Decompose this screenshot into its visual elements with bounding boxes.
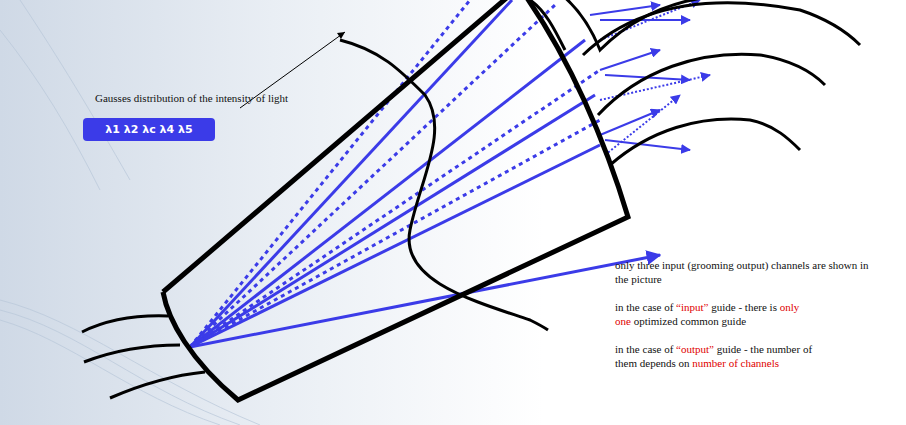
note-text: optimized common guide bbox=[634, 315, 746, 327]
note-paragraph: only three input (grooming output) chann… bbox=[615, 258, 870, 287]
note-text: only three input (grooming output) chann… bbox=[615, 259, 869, 285]
wavelength-box: λ1 λ2 λc λ4 λ5 bbox=[83, 118, 215, 141]
note-text: Gausses distribution of the intensity of… bbox=[95, 92, 288, 106]
note-paragraph: in the case of “output” guide - the numb… bbox=[615, 342, 825, 371]
wavelength-list: λ1 λ2 λc λ4 λ5 bbox=[105, 123, 192, 136]
note-paragraph: in the case of “input” guide - there is … bbox=[615, 300, 815, 329]
note-text: “output” bbox=[676, 343, 714, 355]
note-text: number of channels bbox=[692, 357, 779, 369]
note-text: “input” bbox=[676, 301, 708, 313]
note-text: in the case of bbox=[615, 301, 673, 313]
note-text: in the case of bbox=[615, 343, 673, 355]
note-text: guide - there is bbox=[711, 301, 777, 313]
